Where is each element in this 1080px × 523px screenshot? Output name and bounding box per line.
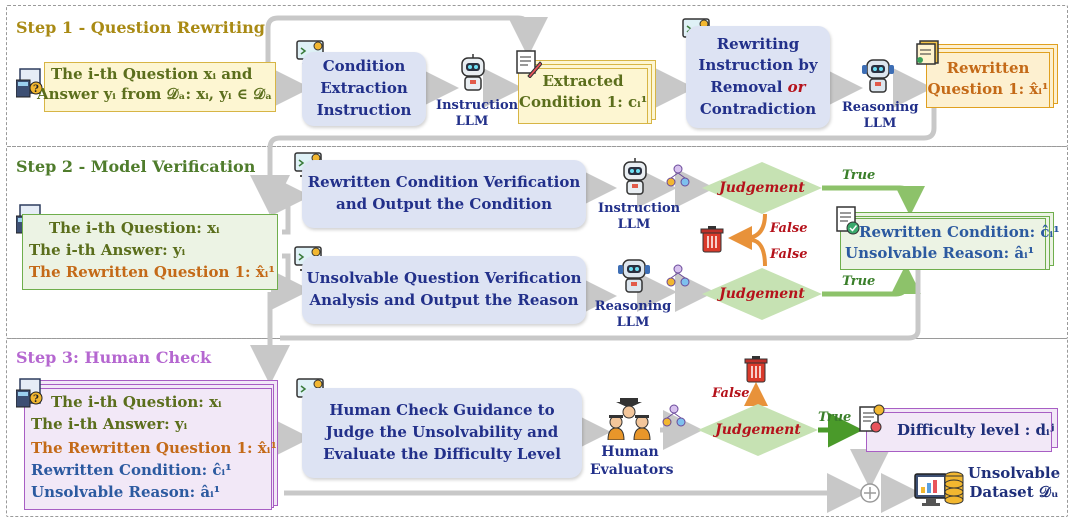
rewritten-question-card: Rewritten Question 1: x̂ᵢ¹ [926,52,1050,108]
rewriting-removal: Removal [710,78,783,96]
svg-text:?: ? [33,394,39,405]
step1-input-card: The i-th Question xᵢ and Answer yᵢ from … [37,62,276,112]
svg-text:?: ? [33,84,39,95]
human-check-guidance-box: Human Check Guidance to Judge the Unsolv… [302,388,582,478]
judgement-diamond-bottom [702,268,822,320]
certificate-gear-icon [858,404,886,434]
database-monitor-icon [914,468,964,512]
step3-input-card: The i-th Question: xᵢ The i-th Answer: y… [24,388,277,510]
trash-icon [744,356,768,384]
step2-output-line1: Rewritten Condition: ĉᵢ¹ [859,223,1060,241]
network-nodes-icon [666,264,690,288]
extracted-condition-card: Extracted Condition 1: cᵢ¹ [518,68,648,124]
step1-input-line1: The i-th Question xᵢ and [51,65,253,83]
document-stack-icon [916,40,942,66]
step2-reasoning-llm-label: Reasoning LLM [594,299,672,331]
step2-judgement-bottom-label: Judgement [719,286,805,302]
step2-false-bottom-label: False [770,247,808,262]
network-nodes-icon [662,404,686,428]
human-evaluators-label: Human Evaluators [590,444,674,478]
rewriting-or: or [787,78,806,96]
step3-false-label: False [712,386,750,401]
unsolvable-question-verification-box: Unsolvable Question Verification Analysi… [302,256,586,324]
step3-input-line3: The Rewritten Question 1: x̂ᵢ¹ [31,439,277,457]
judgement-diamond-step3 [698,404,818,456]
document-calculator-icon: ? [16,378,44,408]
network-nodes-icon [666,164,690,188]
certificate-icon [836,206,862,236]
judgement-diamond-top [702,162,822,214]
step1-input-line2: Answer yᵢ from 𝒟ₐ: xᵢ, yᵢ ∈ 𝒟ₐ [37,85,273,103]
step2-output-line2: Unsolvable Reason: âᵢ¹ [845,244,1035,262]
step2-true-top-label: True [842,168,876,183]
step2-input-line3: The Rewritten Question 1: x̂ᵢ¹ [29,263,275,281]
step2-judgement-top-label: Judgement [719,180,805,196]
rewritten-line2: Question 1: x̂ᵢ¹ [927,80,1049,98]
rewriting-line4: Contradiction [699,99,817,118]
step3-input-line2: The i-th Answer: yᵢ [31,415,188,433]
condition-extraction-box: Condition Extraction Instruction [302,52,426,126]
step2-input-line2: The i-th Answer: yᵢ [29,241,186,259]
step2-output-card: Rewritten Condition: ĉᵢ¹ Unsolvable Reas… [840,218,1060,270]
human-evaluators-icon [606,398,652,440]
unsolvable-dataset-label: Unsolvable Dataset 𝒟ᵤ [967,464,1061,501]
step1-instruction-llm-label: Instruction LLM [436,98,519,130]
step2-instruction-llm-label: Instruction LLM [598,201,681,233]
rewriting-line2: Instruction by [698,56,818,75]
difficulty-card: Difficulty level : dᵢʲ [866,412,1055,452]
extracted-line2: Condition 1: cᵢ¹ [519,93,648,111]
rewriting-instruction-box: Rewriting Instruction by Removal or Cont… [686,26,830,128]
robot-headset-icon [616,256,652,296]
rewritten-line1: Rewritten [946,59,1030,77]
step3-judgement-label: Judgement [715,422,801,438]
step3-true-label: True [818,410,852,425]
step2-true-bottom-label: True [842,274,876,289]
step1-reasoning-llm-label: Reasoning LLM [842,100,919,132]
step1-title: Step 1 - Question Rewriting [16,18,265,37]
step3-input-line4: Rewritten Condition: ĉᵢ¹ [31,461,232,479]
difficulty-level-label: Difficulty level : dᵢʲ [897,421,1055,439]
step3-title: Step 3: Human Check [16,348,212,367]
rewriting-line3: Removal or [710,77,805,99]
rewriting-line1: Rewriting [716,34,800,53]
rewritten-condition-verification-box: Rewritten Condition Verification and Out… [302,160,586,228]
robot-headset-icon [860,56,896,96]
step2-input-line1: The i-th Question: xᵢ [49,219,220,237]
document-calculator-icon: ? [16,68,44,98]
extracted-line1: Extracted [542,72,624,90]
document-pen-icon [516,50,542,78]
robot-icon [618,158,652,198]
step3-input-line1: The i-th Question: xᵢ [51,393,222,411]
robot-icon [456,54,490,94]
step2-title: Step 2 - Model Verification [16,157,256,176]
step2-false-top-label: False [770,221,808,236]
trash-icon [700,226,724,254]
step2-input-card: The i-th Question: xᵢ The i-th Answer: y… [22,214,278,290]
step3-input-line5: Unsolvable Reason: âᵢ¹ [31,483,221,501]
